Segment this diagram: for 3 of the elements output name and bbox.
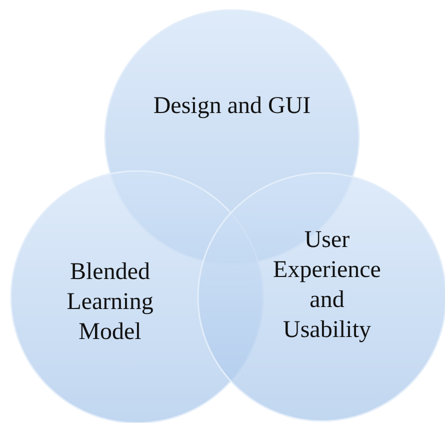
circle-label: User Experience and Usability xyxy=(272,226,382,345)
circle-label: Design and GUI xyxy=(152,92,312,121)
circle-label: Blended Learning Model xyxy=(66,258,154,347)
